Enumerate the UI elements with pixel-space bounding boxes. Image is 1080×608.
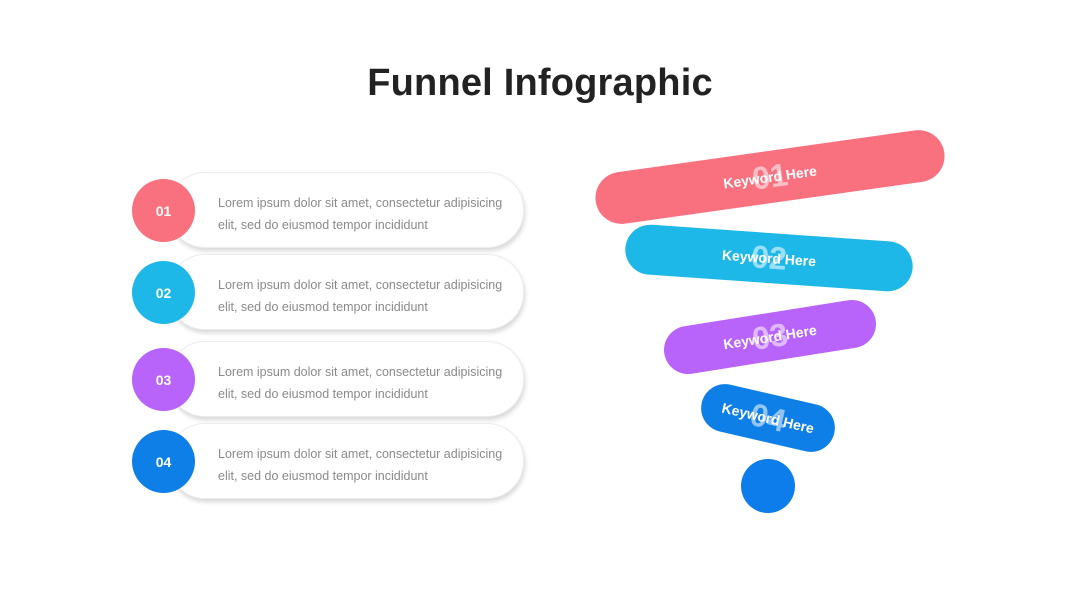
item-description-line: Lorem ipsum dolor sit amet, consectetur …	[218, 278, 503, 292]
number-badge: 04	[132, 430, 195, 493]
item-description: Lorem ipsum dolor sit amet, consectetur …	[218, 361, 508, 405]
funnel-level-1: 01 Keyword Here	[592, 126, 948, 228]
number-badge: 02	[132, 261, 195, 324]
item-description-line: Lorem ipsum dolor sit amet, consectetur …	[218, 196, 503, 210]
number-badge: 03	[132, 348, 195, 411]
item-description: Lorem ipsum dolor sit amet, consectetur …	[218, 192, 508, 236]
item-description-line: Lorem ipsum dolor sit amet, consectetur …	[218, 447, 503, 461]
number-badge: 01	[132, 179, 195, 242]
funnel-level-2: 02 Keyword Here	[623, 223, 915, 293]
item-description: Lorem ipsum dolor sit amet, consectetur …	[218, 443, 508, 487]
list-item: Lorem ipsum dolor sit amet, consectetur …	[130, 341, 530, 419]
text-pill: Lorem ipsum dolor sit amet, consectetur …	[168, 423, 524, 499]
item-description: Lorem ipsum dolor sit amet, consectetur …	[218, 274, 508, 318]
funnel-level-4: 04 Keyword Here	[696, 379, 840, 457]
funnel-level-3: 03 Keyword Here	[660, 296, 880, 378]
item-description-line: elit, sed do eiusmod tempor incididunt	[218, 469, 428, 483]
item-description-line: elit, sed do eiusmod tempor incididunt	[218, 387, 428, 401]
funnel-end-dot	[741, 459, 795, 513]
item-description-line: elit, sed do eiusmod tempor incididunt	[218, 218, 428, 232]
item-description-line: elit, sed do eiusmod tempor incididunt	[218, 300, 428, 314]
list-item: Lorem ipsum dolor sit amet, consectetur …	[130, 254, 530, 332]
slide-title: Funnel Infographic	[367, 62, 713, 104]
list-item: Lorem ipsum dolor sit amet, consectetur …	[130, 423, 530, 501]
list-item: Lorem ipsum dolor sit amet, consectetur …	[130, 172, 530, 250]
text-pill: Lorem ipsum dolor sit amet, consectetur …	[168, 254, 524, 330]
description-list: Lorem ipsum dolor sit amet, consectetur …	[130, 172, 530, 502]
text-pill: Lorem ipsum dolor sit amet, consectetur …	[168, 172, 524, 248]
item-description-line: Lorem ipsum dolor sit amet, consectetur …	[218, 365, 503, 379]
text-pill: Lorem ipsum dolor sit amet, consectetur …	[168, 341, 524, 417]
